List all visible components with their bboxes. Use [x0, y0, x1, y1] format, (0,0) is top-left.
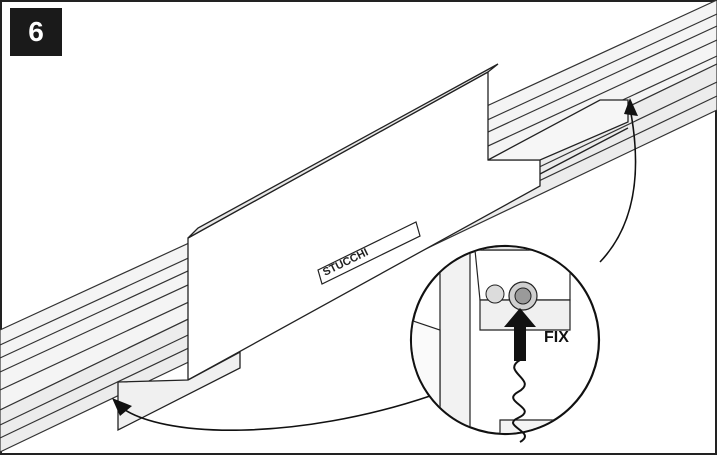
fix-label: FIX [544, 329, 569, 346]
spring-icon [512, 359, 526, 443]
connector-plate [117, 63, 629, 432]
detail-magnifier: FIX [409, 244, 601, 443]
arrow-head-left [112, 398, 132, 416]
curved-arrow-icon [117, 107, 637, 432]
arrow-head-right [624, 98, 638, 116]
up-arrow-icon [504, 308, 536, 361]
step-number-badge: 6 [10, 8, 62, 56]
screw-icon [485, 281, 538, 311]
